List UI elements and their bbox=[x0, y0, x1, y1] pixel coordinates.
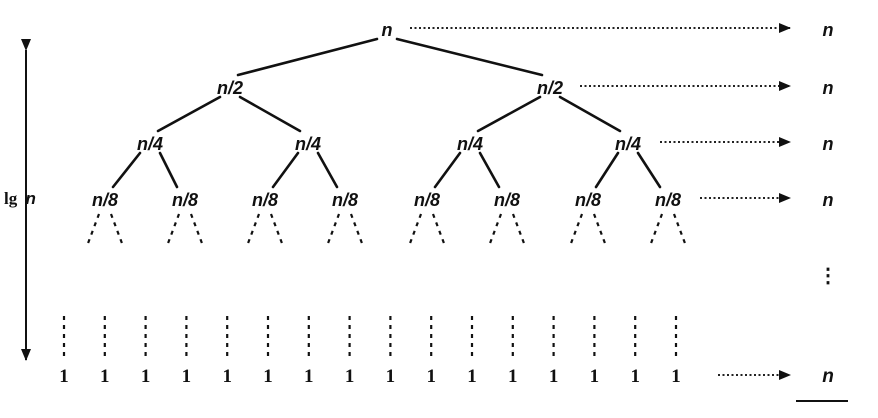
leaf-label: 1 bbox=[671, 366, 681, 387]
tree-edge bbox=[236, 37, 379, 77]
leaf-label: 1 bbox=[426, 366, 436, 387]
tree-leaves: 1 1 1 1 1 1 1 1 1 1 1 1 1 1 1 1 bbox=[59, 316, 681, 387]
tree-node-label: n/8 bbox=[332, 190, 358, 210]
tree-edge bbox=[636, 151, 662, 189]
leaf-label: 1 bbox=[222, 366, 232, 387]
tree-continuation-dash bbox=[269, 213, 285, 247]
tree-continuation-dash bbox=[407, 213, 423, 247]
tree-node-label: n/8 bbox=[655, 190, 681, 210]
tree-edge bbox=[433, 151, 462, 189]
tree-edge bbox=[316, 151, 339, 189]
tree-continuation-dash bbox=[672, 213, 688, 247]
tree-continuation-dash bbox=[85, 213, 101, 247]
level-sums-ellipsis: ⋮ bbox=[818, 265, 838, 287]
final-sum-label: n bbox=[822, 366, 834, 387]
tree-node-label: n/8 bbox=[494, 190, 520, 210]
tree-continuation-dash bbox=[189, 213, 205, 247]
tree-continuation-dash bbox=[431, 213, 447, 247]
tree-continuation-dash bbox=[592, 213, 608, 247]
tree-edge bbox=[478, 151, 501, 189]
leaf-label: 1 bbox=[590, 366, 600, 387]
tree-continuation-dash bbox=[511, 213, 527, 247]
tree-node-label: n/2 bbox=[537, 78, 563, 98]
tree-node-label: n/4 bbox=[457, 134, 483, 154]
tree-continuation-dash bbox=[349, 213, 365, 247]
tree-edge bbox=[238, 95, 302, 133]
tree-continuation-dash bbox=[109, 213, 125, 247]
leaf-label: 1 bbox=[345, 366, 355, 387]
tree-node-label: n/8 bbox=[92, 190, 118, 210]
leaf-label: 1 bbox=[182, 366, 192, 387]
tree-edge bbox=[476, 95, 542, 133]
leaf-label: 1 bbox=[549, 366, 559, 387]
level-sum-label: n bbox=[823, 20, 834, 40]
tree-edge bbox=[271, 151, 300, 189]
tree-node-label: n/4 bbox=[295, 134, 321, 154]
tree-continuation-dash bbox=[648, 213, 664, 247]
tree-continuation-dash bbox=[325, 213, 341, 247]
tree-node-label: n/4 bbox=[615, 134, 641, 154]
height-label-prefix: lg bbox=[4, 189, 18, 208]
leaf-label: 1 bbox=[467, 366, 477, 387]
tree-continuation-dash bbox=[487, 213, 503, 247]
tree-continuation-dashes bbox=[85, 213, 688, 247]
leaf-label: 1 bbox=[630, 366, 640, 387]
leaf-label: 1 bbox=[100, 366, 110, 387]
leaf-label: 1 bbox=[141, 366, 151, 387]
leaf-label: 1 bbox=[508, 366, 518, 387]
tree-edges bbox=[111, 37, 662, 189]
tree-node-label: n/8 bbox=[172, 190, 198, 210]
leaf-label: 1 bbox=[59, 366, 69, 387]
tree-continuation-dash bbox=[165, 213, 181, 247]
leaf-label: 1 bbox=[263, 366, 273, 387]
tree-node-label: n/8 bbox=[414, 190, 440, 210]
tree-edge bbox=[594, 151, 620, 189]
tree-edge bbox=[158, 151, 179, 189]
tree-edge bbox=[156, 95, 222, 133]
level-sums: n n n n bbox=[410, 20, 834, 210]
height-label-var: n bbox=[25, 189, 35, 208]
level-sum-label: n bbox=[823, 134, 834, 154]
tree-node-label: n/8 bbox=[252, 190, 278, 210]
tree-nodes: n n/2 n/2 n/4 n/4 n/4 n/4 n/8 n/8 n/8 n/8 n/8 n/8 n/8… bbox=[92, 20, 681, 210]
tree-continuation-dash bbox=[568, 213, 584, 247]
tree-edge bbox=[111, 151, 142, 189]
tree-height-label: lg n bbox=[4, 189, 36, 208]
level-sum-label: n bbox=[823, 78, 834, 98]
level-sum-label: n bbox=[823, 190, 834, 210]
tree-node-label: n/2 bbox=[217, 78, 243, 98]
tree-edge bbox=[558, 95, 622, 133]
final-sum: n bbox=[718, 366, 848, 402]
tree-node-label: n/8 bbox=[575, 190, 601, 210]
leaf-label: 1 bbox=[386, 366, 396, 387]
tree-node-label: n bbox=[382, 20, 393, 40]
tree-node-label: n/4 bbox=[137, 134, 163, 154]
tree-continuation-dash bbox=[245, 213, 261, 247]
leaf-label: 1 bbox=[304, 366, 314, 387]
tree-edge bbox=[395, 37, 544, 77]
